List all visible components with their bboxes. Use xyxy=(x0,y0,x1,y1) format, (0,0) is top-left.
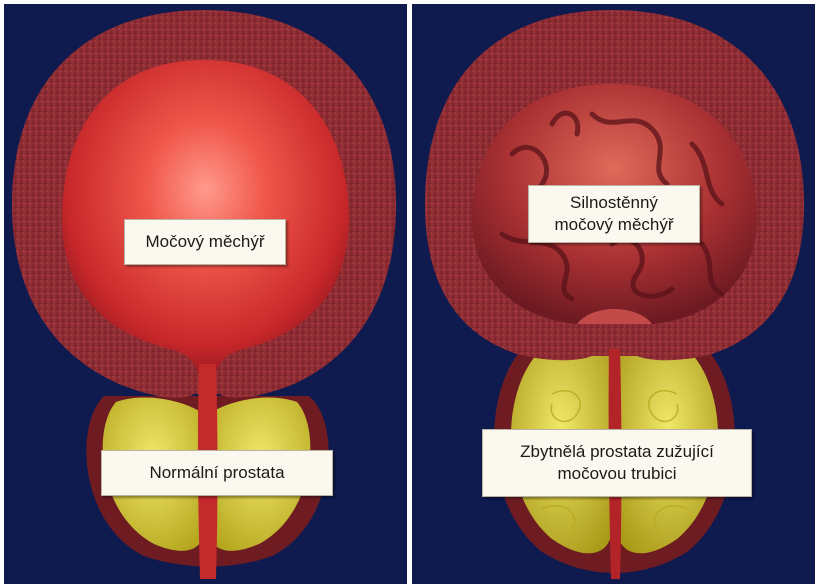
bladder-label-text: Močový měchýř xyxy=(145,231,264,253)
panel-normal-bladder: Močový měchýř Normální prostata xyxy=(4,4,407,584)
normal-bladder-illustration xyxy=(4,4,407,584)
bladder-label: Močový měchýř xyxy=(124,219,286,265)
prostate-label-line-1: Zbytnělá prostata zužující xyxy=(520,441,714,463)
prostate-label: Zbytnělá prostata zužující močovou trubi… xyxy=(482,429,752,497)
bladder-label-line-2: močový měchýř xyxy=(554,214,673,236)
thick-bladder-illustration xyxy=(412,4,815,584)
prostate-label-line-2: močovou trubici xyxy=(557,463,676,485)
bladder-label: Silnostěnný močový měchýř xyxy=(528,185,700,243)
bladder-label-line-1: Silnostěnný xyxy=(570,192,658,214)
panel-thick-bladder: Silnostěnný močový měchýř Zbytnělá prost… xyxy=(412,4,815,584)
prostate-label: Normální prostata xyxy=(101,450,333,496)
prostate-label-text: Normální prostata xyxy=(149,462,284,484)
